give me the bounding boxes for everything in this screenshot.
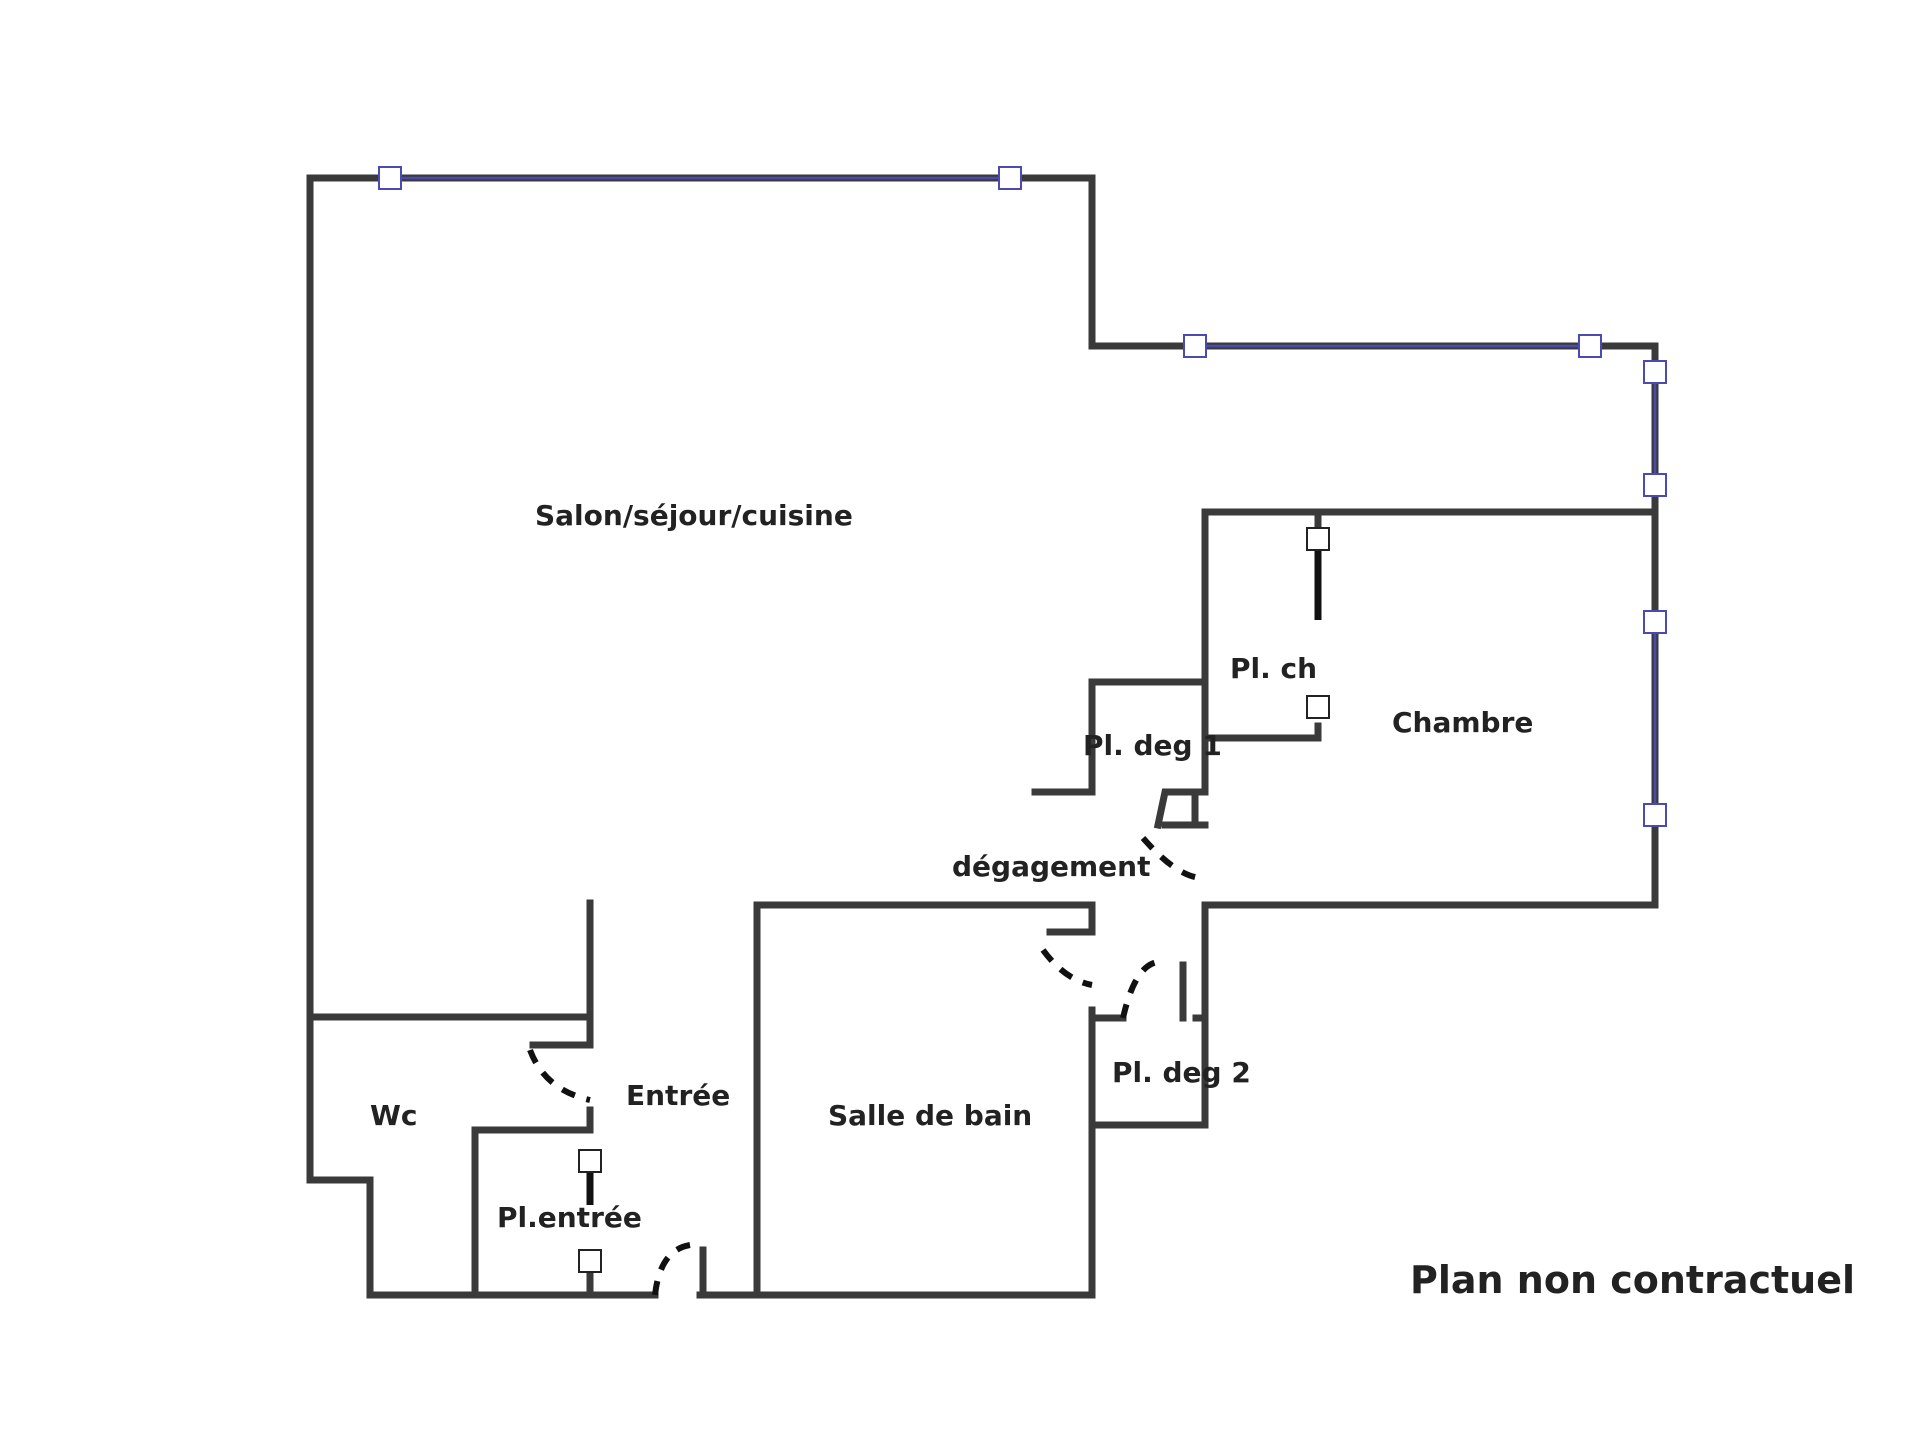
room-label-pl-deg-1: Pl. deg 1 xyxy=(1083,729,1222,762)
door-pl-deg-2 xyxy=(1120,959,1159,1019)
door-wc xyxy=(527,1048,591,1103)
room-label-pl-ch: Pl. ch xyxy=(1230,652,1317,685)
closet-node xyxy=(1306,527,1330,551)
room-label-pl-deg-2: Pl. deg 2 xyxy=(1112,1056,1251,1089)
door-degagement-chambre xyxy=(1140,836,1201,881)
window-node xyxy=(1643,610,1667,634)
room-label-salle-de-bain: Salle de bain xyxy=(828,1099,1032,1132)
window-node xyxy=(1643,360,1667,384)
window-node xyxy=(1578,334,1602,358)
room-label-wc: Wc xyxy=(370,1099,417,1132)
room-label-salon: Salon/séjour/cuisine xyxy=(535,499,853,532)
door-entrance xyxy=(652,1242,691,1296)
closets xyxy=(578,508,1330,1273)
room-labels: Salon/séjour/cuisine Chambre Pl. ch Pl. … xyxy=(370,499,1533,1234)
disclaimer-note: Plan non contractuel xyxy=(1410,1258,1856,1302)
window-node xyxy=(1643,803,1667,827)
room-label-chambre: Chambre xyxy=(1392,706,1533,739)
closet-node xyxy=(578,1149,602,1173)
window-node xyxy=(378,166,402,190)
room-label-entree: Entrée xyxy=(626,1079,730,1112)
window-node xyxy=(998,166,1022,190)
room-label-degagement: dégagement xyxy=(952,850,1151,883)
interior-walls xyxy=(306,678,1322,1299)
room-label-pl-entree: Pl.entrée xyxy=(497,1201,642,1234)
window-node xyxy=(1643,473,1667,497)
windows xyxy=(378,166,1667,827)
window-node xyxy=(1183,334,1207,358)
closet-node xyxy=(1306,695,1330,719)
closet-node xyxy=(578,1249,602,1273)
doors xyxy=(527,836,1201,1296)
door-salle-de-bain xyxy=(1040,948,1093,988)
